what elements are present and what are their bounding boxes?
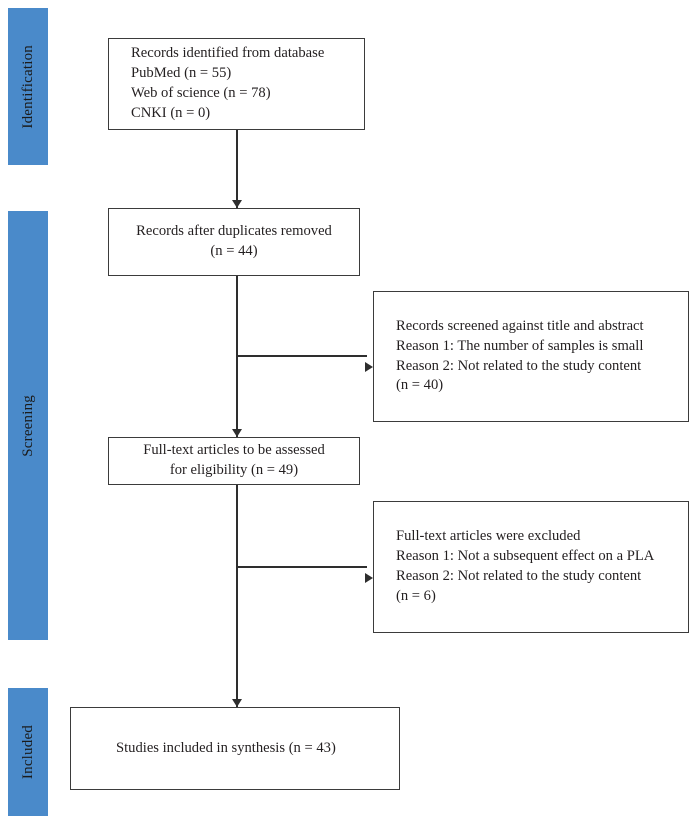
box-line: Records after duplicates removed bbox=[136, 223, 332, 240]
stage-label-included: Included bbox=[19, 724, 36, 780]
box-line: Full-text articles to be assessed bbox=[143, 442, 325, 459]
box-line: Studies included in synthesis (n = 43) bbox=[116, 739, 336, 756]
records-screened-excluded-box: Records screened against title and abstr… bbox=[373, 291, 689, 422]
box-line: (n = 40) bbox=[396, 377, 444, 394]
box-line: Reason 2: Not related to the study conte… bbox=[396, 357, 642, 374]
box-line: CNKI (n = 0) bbox=[131, 104, 211, 121]
box-line: Web of science (n = 78) bbox=[131, 85, 271, 101]
records-identified-box: Records identified from database PubMed … bbox=[108, 38, 365, 130]
box-line: PubMed (n = 55) bbox=[131, 65, 232, 82]
connector-identified-to-duplicates bbox=[236, 130, 238, 208]
arrowhead-down-icon bbox=[232, 429, 242, 437]
stage-bar-screening: Screening bbox=[8, 211, 48, 640]
box-line: Reason 1: Not a subsequent effect on a P… bbox=[396, 548, 655, 565]
connector-branch-to-screened bbox=[236, 355, 367, 357]
box-line: Reason 1: The number of samples is small bbox=[396, 337, 644, 354]
arrowhead-right-icon bbox=[365, 573, 373, 583]
connector-branch-to-excluded bbox=[236, 566, 367, 568]
stage-label-identification: Identification bbox=[19, 44, 36, 129]
stage-label-screening: Screening bbox=[19, 394, 36, 457]
full-text-assessed-box: Full-text articles to be assessed for el… bbox=[108, 437, 360, 485]
records-after-duplicates-box: Records after duplicates removed (n = 44… bbox=[108, 208, 360, 276]
box-line: Full-text articles were excluded bbox=[396, 528, 581, 545]
box-line: Records screened against title and abstr… bbox=[396, 317, 644, 334]
full-text-excluded-box: Full-text articles were excluded Reason … bbox=[373, 501, 689, 633]
arrowhead-down-icon bbox=[232, 699, 242, 707]
box-line: Records identified from database bbox=[131, 45, 325, 62]
box-line: for eligibility (n = 49) bbox=[169, 462, 299, 478]
studies-included-box: Studies included in synthesis (n = 43) bbox=[70, 707, 400, 790]
arrowhead-right-icon bbox=[365, 362, 373, 372]
box-line: (n = 6) bbox=[396, 587, 436, 604]
arrowhead-down-icon bbox=[232, 200, 242, 208]
box-line: Reason 2: Not related to the study conte… bbox=[396, 568, 642, 584]
box-line: (n = 44) bbox=[210, 243, 258, 259]
stage-bar-included: Included bbox=[8, 688, 48, 816]
stage-bar-identification: Identification bbox=[8, 8, 48, 165]
connector-fulltext-to-included bbox=[236, 485, 238, 707]
